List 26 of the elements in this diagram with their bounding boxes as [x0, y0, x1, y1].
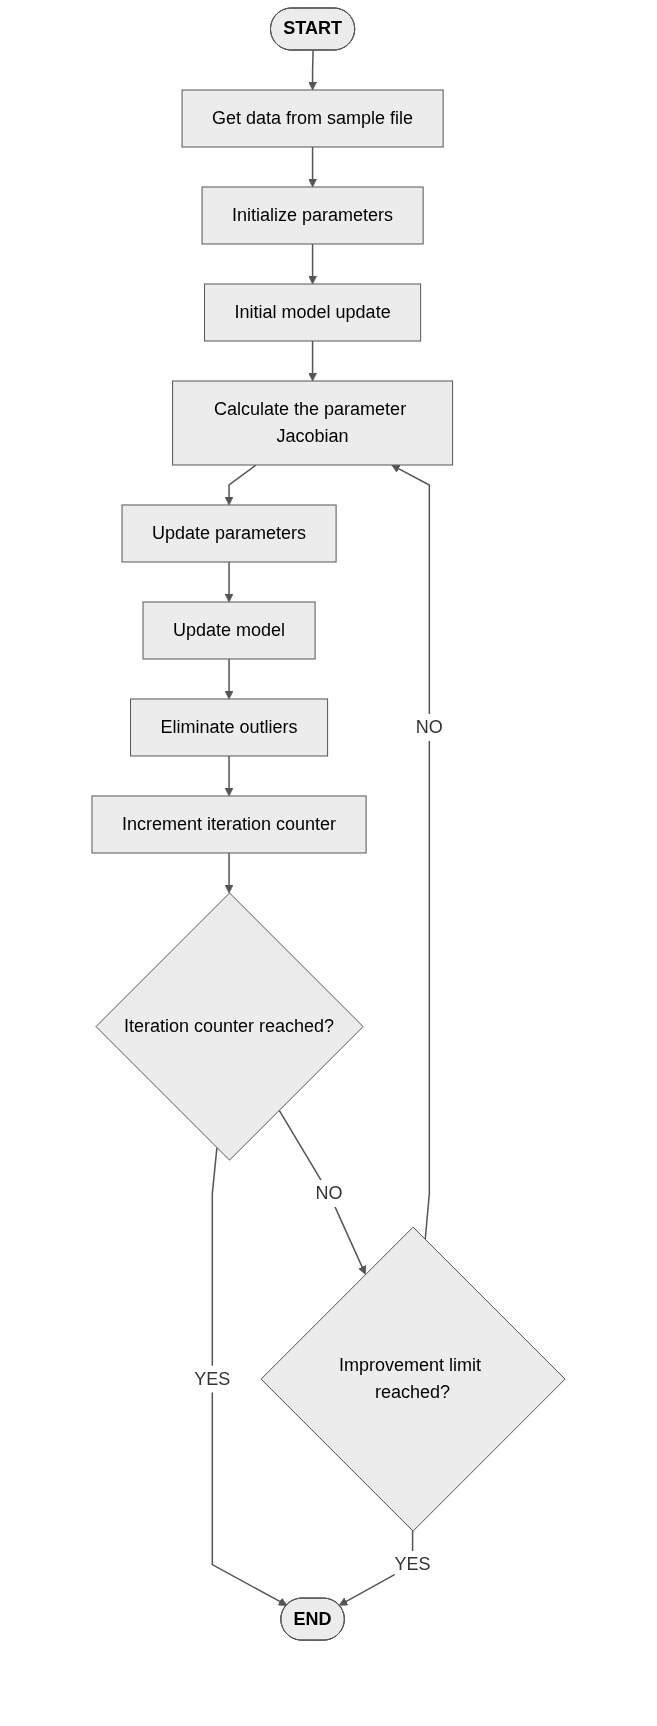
arrow	[224, 464, 257, 506]
node-box: Calculate the parameter Jacobian	[172, 380, 454, 466]
edge-label: YES	[394, 1554, 431, 1575]
node-box: Update model	[142, 601, 316, 660]
arrow	[278, 1109, 367, 1275]
node-diamond: Improvement limit reached?	[260, 1226, 566, 1532]
node-box: Eliminate outliers	[130, 698, 329, 757]
arrow	[224, 755, 234, 797]
node-box: Get data from sample file	[181, 89, 444, 148]
node-diamond: Iteration counter reached?	[95, 892, 364, 1161]
arrow	[224, 852, 234, 894]
edge-label: YES	[194, 1368, 231, 1389]
node-box: Initialize parameters	[201, 186, 424, 245]
arrow	[308, 49, 317, 91]
node-box: Update parameters	[121, 504, 337, 563]
arrow	[308, 340, 317, 382]
arrow	[211, 1147, 288, 1606]
edge-label: NO	[415, 716, 443, 737]
arrow	[391, 464, 431, 1241]
arrow	[224, 658, 234, 700]
node-box: Increment iteration counter	[91, 795, 367, 854]
edge-label: NO	[315, 1183, 343, 1204]
arrow	[308, 243, 317, 285]
arrow	[224, 561, 234, 603]
arrow	[308, 146, 317, 188]
node-box: Initial model update	[204, 283, 422, 342]
